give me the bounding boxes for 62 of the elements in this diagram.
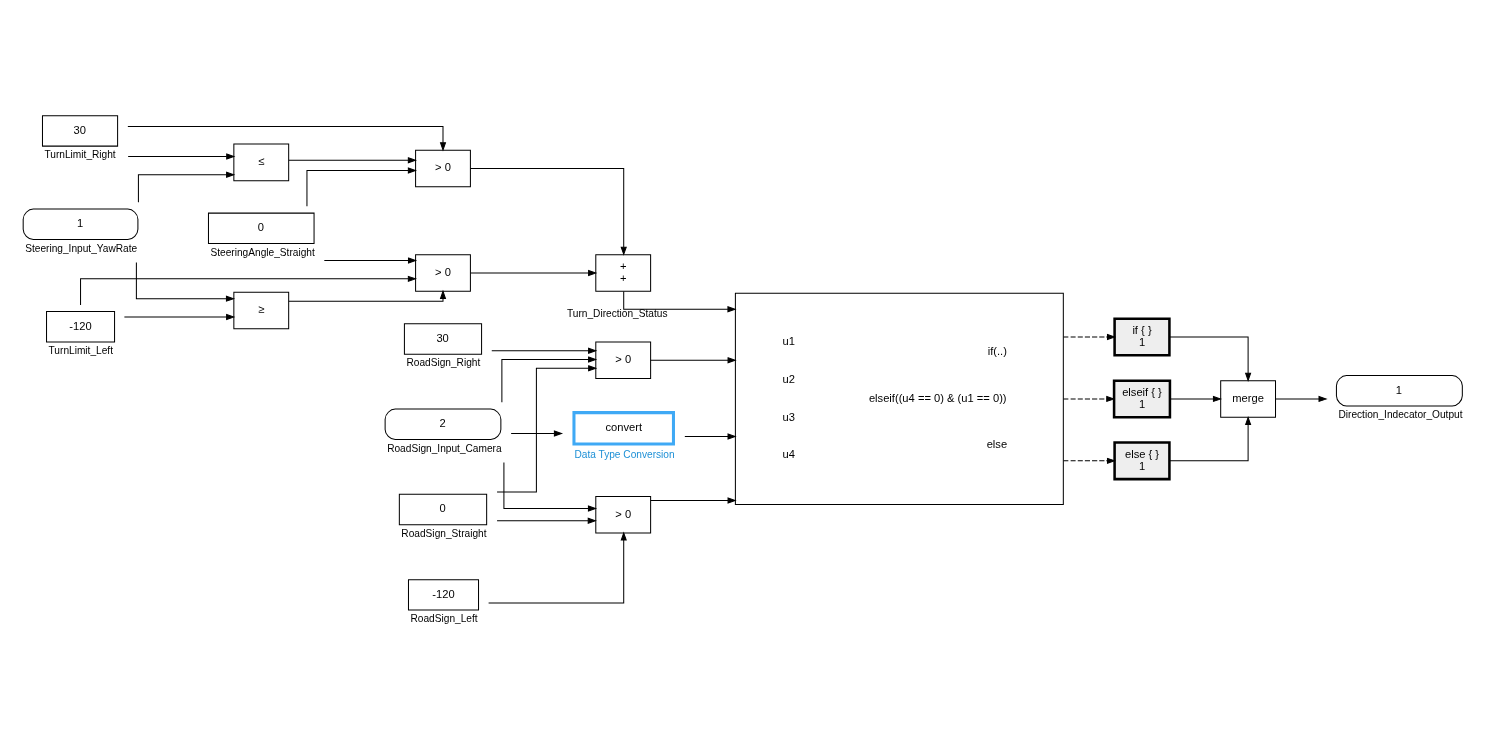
arrow — [503, 461, 598, 512]
node-box: merge — [1220, 379, 1277, 418]
arrow — [1063, 457, 1117, 464]
node-box: ≤ — [233, 143, 290, 181]
arrow — [501, 355, 598, 403]
arrow — [1063, 333, 1117, 340]
node-label: RoadSign_Straight — [401, 527, 487, 539]
node-box: 0 — [398, 493, 488, 525]
edge-label: Turn_Direction_Status — [566, 307, 668, 319]
node-box: > 0 — [595, 495, 652, 533]
arrow — [127, 125, 447, 151]
arrow — [80, 275, 417, 305]
node-label: TurnLimit_Left — [48, 344, 114, 356]
node-box: elseif { } 1 — [1112, 378, 1172, 418]
node-box: 0 — [207, 212, 315, 244]
node-label: TurnLimit_Right — [44, 148, 116, 160]
arrow — [684, 432, 737, 440]
arrow — [123, 313, 236, 320]
arrow — [496, 517, 597, 524]
node-box: > 0 — [415, 149, 471, 187]
node-box: else { } 1 — [1113, 440, 1171, 480]
arrow — [1169, 415, 1252, 461]
node-label: Direction_Indecator_Output — [1338, 408, 1463, 420]
arrow — [650, 496, 737, 504]
node-label: Steering_Input_YawRate — [25, 242, 138, 254]
node-box: if { } 1 — [1113, 316, 1171, 357]
node-box: ≥ — [233, 291, 290, 329]
arrow — [1169, 395, 1223, 402]
arrow — [137, 171, 236, 203]
node-label: SteeringAngle_Straight — [210, 246, 315, 258]
node-label: Data Type Conversion — [574, 448, 675, 460]
node-box: 30 — [41, 114, 119, 147]
arrow — [288, 156, 417, 164]
arrow — [470, 269, 598, 276]
node-box: > 0 — [415, 253, 471, 292]
arrow — [288, 289, 447, 302]
node-box: convert — [572, 410, 675, 446]
arrow — [135, 261, 236, 302]
arrow — [650, 356, 737, 364]
arrow — [510, 429, 564, 437]
arrow — [1063, 395, 1116, 402]
node-box: 1 — [1335, 374, 1463, 407]
node-box: u1 u2 u3 u4 if(..) elseif((u4 == 0) & (u1 == 0)) else — [734, 292, 1064, 505]
arrow — [127, 152, 236, 160]
node-label: RoadSign_Input_Camera — [387, 442, 502, 454]
node-box: 30 — [403, 322, 483, 355]
node-box: 2 — [384, 408, 502, 440]
node-box: 1 — [22, 208, 139, 240]
arrow — [1169, 336, 1252, 382]
arrow — [323, 256, 418, 264]
arrow — [469, 167, 627, 256]
arrow — [1275, 395, 1328, 402]
node-box: -120 — [46, 310, 116, 343]
arrow — [306, 166, 417, 207]
arrow — [491, 347, 598, 354]
arrow — [488, 530, 627, 603]
node-box: -120 — [407, 578, 480, 611]
node-box: > 0 — [595, 341, 652, 379]
node-label: RoadSign_Right — [406, 356, 481, 368]
node-box: + + — [595, 253, 652, 292]
node-label: RoadSign_Left — [410, 612, 478, 624]
arrow — [496, 364, 598, 493]
